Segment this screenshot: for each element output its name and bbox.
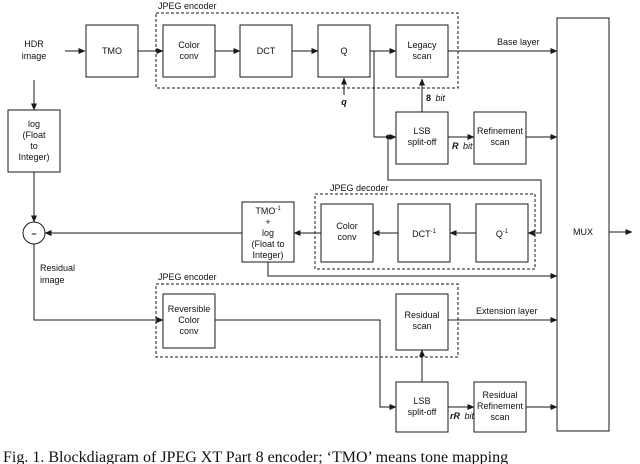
refinement-scan-block — [473, 111, 527, 165]
decoder-color-conv-label-2: conv — [337, 232, 357, 242]
residual-scan-block — [395, 293, 449, 351]
subtractor-minus: − — [31, 229, 36, 239]
inverse-tmo-log: log — [262, 228, 274, 238]
residual-scan-label-2: scan — [412, 321, 431, 331]
decoder-color-conv-label-1: Color — [336, 221, 358, 231]
inverse-tmo-plus: + — [265, 217, 270, 227]
inverse-tmo-int: Integer) — [252, 250, 283, 260]
residual-refinement-label-2: Refinement — [477, 401, 524, 411]
mux-label: MUX — [573, 227, 593, 237]
refinement-scan-label-1: Refinement — [477, 126, 524, 136]
subtractor-circle — [22, 221, 46, 245]
reversible-color-label-1: Reversible — [168, 304, 211, 314]
inverse-tmo-float: (Float to — [251, 239, 284, 249]
legacy-scan-label-1: Legacy — [407, 40, 437, 50]
jpeg-decoder-frame — [314, 193, 536, 270]
lsb-split-off-label-1: LSB — [413, 126, 430, 136]
inverse-tmo-log-block — [241, 201, 295, 263]
legacy-scan-label-2: scan — [412, 51, 431, 61]
residual-refinement-label-3: scan — [490, 412, 509, 422]
lsb-split-off-block — [395, 111, 449, 165]
inverse-q-block — [475, 203, 529, 263]
log-block — [7, 109, 61, 173]
q-label: Q — [340, 46, 347, 56]
lsb-split-off-2-label-1: LSB — [413, 396, 430, 406]
tmo-label: TMO — [102, 46, 122, 56]
reversible-color-conv-block — [162, 293, 216, 349]
hdr-image-label: HDR — [24, 39, 44, 49]
jpeg-encoder-2-title: JPEG encoder — [158, 272, 217, 282]
inverse-dct-block — [397, 203, 451, 263]
lsb-split-off-2-block — [395, 381, 449, 433]
color-conv-block — [162, 24, 216, 78]
residual-refinement-block — [473, 381, 527, 433]
color-conv-label-2: conv — [179, 51, 199, 61]
jpeg-decoder-title: JPEG decoder — [330, 183, 389, 193]
residual-image-label-1: Residual — [40, 263, 75, 273]
mux-block — [556, 17, 610, 432]
8-bit-label: 8 bit — [426, 88, 445, 105]
log-label-3: to — [30, 141, 38, 151]
base-layer-label: Base layer — [497, 37, 540, 47]
residual-refinement-label-1: Residual — [482, 390, 517, 400]
jpeg-encoder-2-frame — [155, 283, 459, 358]
connections — [31, 48, 633, 410]
q-parameter-label: q — [341, 97, 347, 107]
residual-image-label-2: image — [40, 275, 65, 285]
color-conv-label-1: Color — [178, 40, 200, 50]
rr-bit-label: rR bit — [450, 406, 474, 423]
log-label-1: log — [28, 119, 40, 129]
extension-layer-label: Extension layer — [476, 306, 538, 316]
refinement-scan-label-2: scan — [490, 137, 509, 147]
log-label-2: (Float — [22, 130, 46, 140]
inverse-q-label: Q-1 — [496, 229, 509, 239]
jpeg-encoder-title: JPEG encoder — [158, 1, 217, 11]
lsb-split-off-2-label-2: split-off — [408, 407, 437, 417]
inverse-dct-label: DCT-1 — [412, 229, 436, 239]
log-label-4: Integer) — [18, 152, 49, 162]
r-bit-label: R bit — [452, 136, 473, 153]
reversible-color-label-2: Color — [178, 315, 200, 325]
tmo-block — [85, 24, 139, 78]
hdr-image-label-2: image — [22, 51, 47, 61]
lsb-split-off-label-2: split-off — [408, 137, 437, 147]
residual-scan-label-1: Residual — [404, 310, 439, 320]
dct-block — [239, 24, 293, 78]
decoder-color-conv-block — [320, 203, 374, 263]
inverse-tmo-label: TMO-1 — [255, 206, 281, 216]
legacy-scan-block — [395, 24, 449, 78]
q-block — [317, 24, 371, 78]
reversible-color-label-3: conv — [179, 326, 199, 336]
dct-label: DCT — [257, 46, 276, 56]
figure-caption: Fig. 1. Blockdiagram of JPEG XT Part 8 e… — [3, 449, 508, 464]
